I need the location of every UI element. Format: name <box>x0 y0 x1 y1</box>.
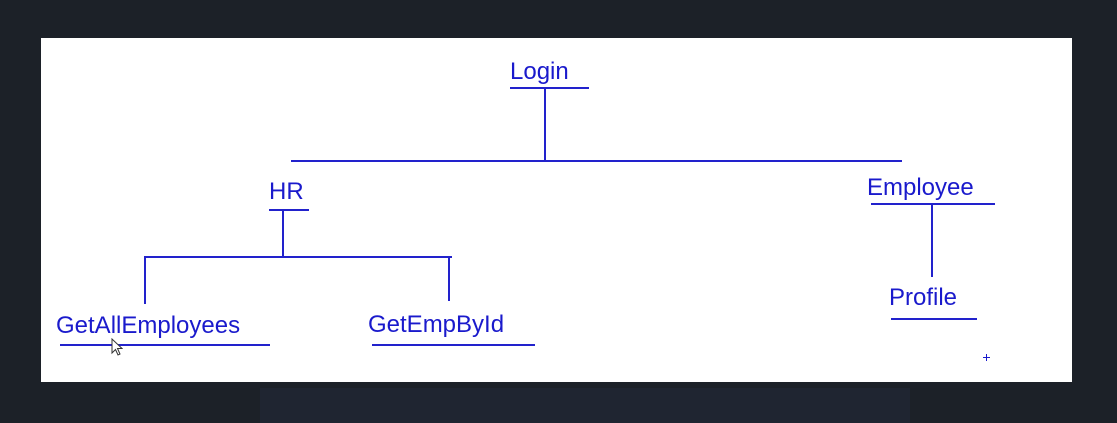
connector-to-getallemployees <box>144 257 146 304</box>
node-getempbyid-label: GetEmpById <box>368 311 505 338</box>
connector-to-getempbyid <box>448 257 450 301</box>
connector-level1-bar <box>291 160 902 162</box>
diagram-canvas[interactable]: Login HR Employee GetAllEmployees GetEmp… <box>41 38 1072 382</box>
node-profile-underline <box>891 318 977 320</box>
connector-employee-down <box>931 204 933 277</box>
crosshair-marker-icon <box>983 354 990 361</box>
node-login-underline <box>510 87 589 89</box>
node-hr-label: HR <box>269 178 304 205</box>
node-hr-underline <box>269 209 309 211</box>
node-employee-underline <box>871 203 995 205</box>
connector-hr-down <box>282 210 284 257</box>
connector-login-down <box>544 88 546 161</box>
node-profile-label: Profile <box>889 284 958 311</box>
mouse-pointer-icon <box>111 338 123 356</box>
node-login-label: Login <box>510 58 569 85</box>
node-getallemployees-underline <box>60 344 270 346</box>
node-getallemployees-label: GetAllEmployees <box>56 312 241 339</box>
connector-hr-bar <box>144 256 452 258</box>
node-employee-label: Employee <box>867 174 974 201</box>
node-getempbyid-underline <box>372 344 535 346</box>
backdrop-panel <box>260 388 910 423</box>
